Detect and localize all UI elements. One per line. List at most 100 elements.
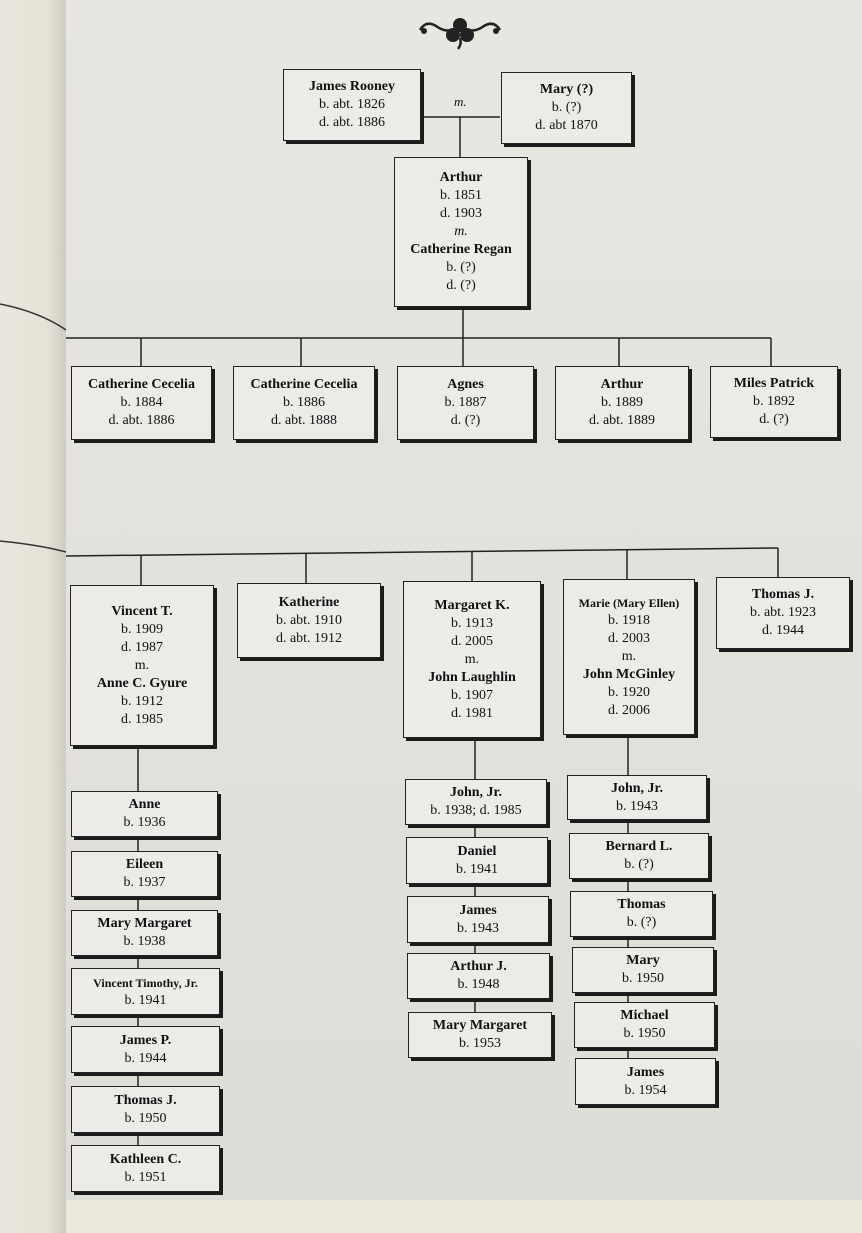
person-box-child: Catherine Cecelia b. 1886 d. abt. 1888	[233, 366, 375, 440]
birth-date: b. 1851	[440, 188, 482, 203]
person-box-grandchild: Vincent Timothy, Jr. b. 1941	[71, 968, 220, 1015]
birth-date: b. 1884	[120, 395, 163, 410]
death-date: d. abt 1870	[535, 118, 598, 133]
birth-date: b. 1951	[124, 1169, 167, 1185]
person-box-grandchild: John, Jr. b. 1938; d. 1985	[405, 779, 547, 825]
birth-date: b. (?)	[551, 100, 582, 115]
death-date: d. 2003	[608, 631, 650, 646]
birth-date: b. abt. 1826	[318, 97, 386, 112]
person-box-grandchild: James b. 1943	[407, 896, 549, 943]
birth-date: b. 1941	[456, 861, 498, 877]
birth-date: b. 1937	[123, 875, 166, 890]
spouse-birth-date: b. 1907	[451, 687, 493, 703]
person-name: Bernard L.	[605, 839, 673, 854]
death-date: d. (?)	[759, 412, 789, 427]
person-name: Marie (Mary Ellen)	[578, 596, 680, 610]
birth-date: b. 1936	[123, 815, 166, 830]
person-box-marie-mcginley: Marie (Mary Ellen) b. 1918 d. 2003 m. Jo…	[563, 579, 695, 735]
person-name: James Rooney	[309, 79, 395, 94]
shamrock-ornament-icon	[418, 18, 502, 50]
spouse-name: John McGinley	[582, 667, 676, 682]
person-box-margaret-laughlin: Margaret K. b. 1913 d. 2005 m. John Laug…	[403, 581, 541, 738]
person-name: Arthur J.	[450, 959, 507, 974]
birth-date: b. 1943	[616, 798, 658, 814]
birth-date: b. 1944	[124, 1050, 167, 1066]
person-name: Anne	[128, 797, 161, 812]
death-date: d. abt. 1886	[318, 115, 386, 130]
person-name: Eileen	[125, 857, 164, 872]
death-date: d. abt. 1886	[108, 413, 175, 428]
person-box-child: Catherine Cecelia b. 1884 d. abt. 1886	[71, 366, 212, 440]
person-name: Mary Margaret	[97, 916, 192, 931]
person-box-grandchild: Mary Margaret b. 1953	[408, 1012, 552, 1058]
person-name: Vincent T.	[111, 603, 173, 619]
birth-date: b. abt. 1923	[749, 605, 817, 620]
spouse-death-date: d. 2006	[608, 703, 650, 718]
person-name: Catherine Cecelia	[88, 377, 195, 392]
person-name: Arthur	[600, 377, 644, 392]
person-box-grandchild: Bernard L. b. (?)	[569, 833, 709, 879]
facing-page-curve-lines	[0, 303, 67, 553]
birth-date: b. 1948	[457, 977, 500, 992]
person-box-child: Arthur b. 1889 d. abt. 1889	[555, 366, 689, 440]
spouse-name: Catherine Regan	[410, 242, 512, 257]
spouse-birth-date: b. (?)	[446, 260, 476, 275]
person-box-grandchild: Thomas J. b. 1950	[71, 1086, 220, 1133]
person-name: James P.	[119, 1032, 172, 1048]
person-name: Agnes	[447, 377, 484, 392]
death-date: d. (?)	[450, 413, 481, 428]
death-date: d. abt. 1888	[270, 413, 338, 428]
person-box-grandchild: James P. b. 1944	[71, 1026, 220, 1073]
birth-date: b. 1950	[623, 1026, 666, 1041]
person-box-james-rooney: James Rooney b. abt. 1826 d. abt. 1886	[283, 69, 421, 141]
birth-date: b. 1953	[459, 1036, 501, 1051]
person-name: Katherine	[278, 594, 340, 610]
person-name: James	[459, 902, 497, 918]
birth-date: b. 1950	[622, 971, 664, 986]
birth-date: b. 1941	[124, 992, 167, 1008]
person-box-katherine: Katherine b. abt. 1910 d. abt. 1912	[237, 583, 381, 658]
person-box-grandchild: Kathleen C. b. 1951	[71, 1145, 220, 1192]
person-name: Thomas	[617, 897, 666, 912]
marriage-label: m.	[464, 651, 480, 667]
person-box-grandchild: Mary Margaret b. 1938	[71, 910, 218, 956]
person-box-child: Miles Patrick b. 1892 d. (?)	[710, 366, 838, 438]
person-name: Miles Patrick	[733, 376, 815, 391]
spouse-birth-date: b. 1920	[608, 685, 650, 700]
person-box-child: Agnes b. 1887 d. (?)	[397, 366, 534, 440]
person-box-grandchild: Arthur J. b. 1948	[407, 953, 550, 999]
death-date: d. 1987	[121, 639, 163, 655]
birth-date: b. 1887	[444, 395, 487, 410]
birth-date: b. 1954	[624, 1082, 667, 1098]
person-box-grandchild: Daniel b. 1941	[406, 837, 548, 884]
person-box-grandchild: Eileen b. 1937	[71, 851, 218, 897]
spouse-name: Anne C. Gyure	[96, 675, 188, 691]
birth-date: b. 1909	[121, 621, 163, 637]
spouse-name: John Laughlin	[428, 669, 516, 685]
person-box-grandchild: Thomas b. (?)	[570, 891, 713, 937]
birth-date: b. 1938; d. 1985	[430, 803, 522, 818]
person-name: Vincent Timothy, Jr.	[93, 975, 198, 990]
person-name: Mary Margaret	[432, 1018, 528, 1033]
person-name: John, Jr.	[610, 780, 663, 796]
spouse-death-date: d. 1981	[451, 705, 493, 721]
person-name: Thomas J.	[114, 1092, 177, 1108]
birth-date: b. (?)	[626, 915, 657, 930]
spouse-death-date: d. (?)	[446, 278, 476, 293]
marriage-label: m.	[454, 94, 467, 109]
person-name: Daniel	[457, 843, 497, 859]
death-date: d. 1903	[440, 206, 482, 221]
birth-date: b. abt. 1910	[275, 612, 343, 628]
page-bottom-margin	[66, 1200, 862, 1233]
person-box-grandchild: Michael b. 1950	[574, 1002, 715, 1048]
person-name: Mary (?)	[539, 82, 594, 97]
person-box-grandchild: John, Jr. b. 1943	[567, 775, 707, 820]
person-name: John, Jr.	[449, 785, 502, 800]
person-box-arthur-catherine: Arthur b. 1851 d. 1903 m. Catherine Rega…	[394, 157, 528, 307]
person-name: Catherine Cecelia	[250, 377, 358, 392]
birth-date: b. 1889	[601, 395, 643, 410]
person-name: Arthur	[439, 170, 483, 185]
death-date: d. 2005	[451, 633, 493, 649]
death-date: d. abt. 1889	[588, 413, 656, 428]
person-name: James	[626, 1064, 665, 1080]
